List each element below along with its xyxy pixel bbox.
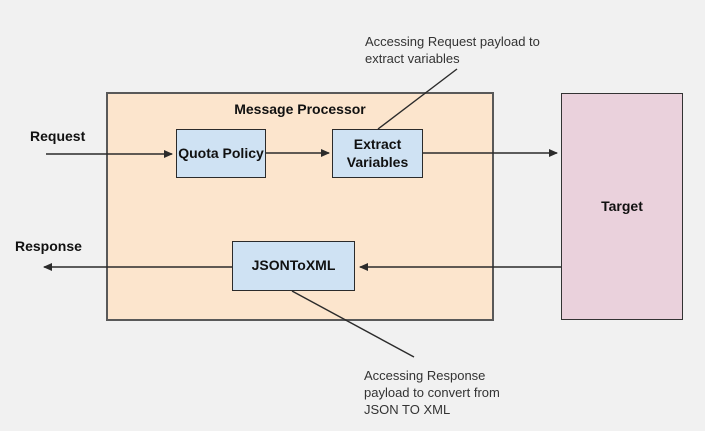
node-target: Target [561, 93, 683, 320]
response-label: Response [15, 238, 82, 254]
annotation-response-payload: Accessing Response payload to convert fr… [364, 368, 500, 417]
message-processor-title: Message Processor [234, 101, 366, 117]
request-label: Request [30, 128, 86, 144]
node-extract-variables: Extract Variables [332, 129, 423, 178]
node-json-to-xml: JSONToXML [232, 241, 355, 291]
node-quota-policy: Quota Policy [176, 129, 266, 178]
annotation-request-payload: Accessing Request payload to extract var… [365, 34, 540, 66]
